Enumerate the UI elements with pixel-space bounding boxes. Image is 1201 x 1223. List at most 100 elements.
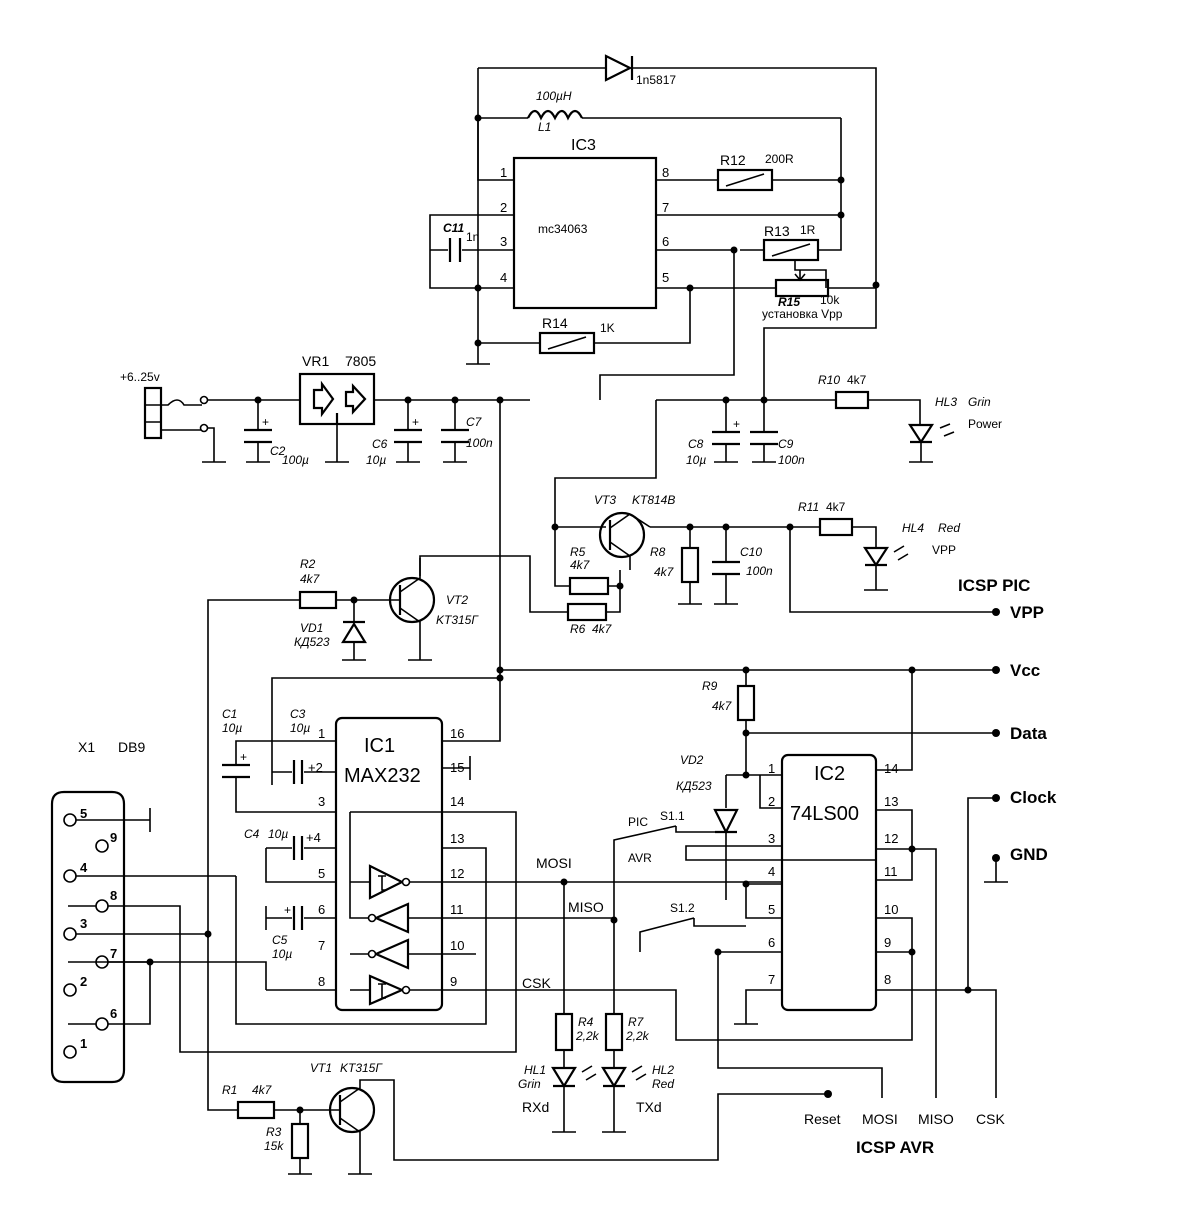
svg-text:Power: Power [968,417,1002,431]
capacitor-c2: + C2 100µ [244,415,309,467]
svg-text:R1: R1 [222,1083,237,1097]
svg-text:KT315Г: KT315Г [340,1061,383,1075]
db9-connector: X1 DB9 5 9 4 8 3 7 2 6 1 [50,739,236,1084]
svg-text:100n: 100n [466,436,493,450]
svg-text:4: 4 [768,864,775,879]
capacitor-c11: C11 1n [443,221,479,262]
resistor-r13: R13 1R [762,223,820,262]
svg-text:C4: C4 [244,827,260,841]
resistor-r11: R11 4k7 [798,500,854,537]
svg-text:1n5817: 1n5817 [636,73,676,87]
svg-text:11: 11 [450,902,464,917]
svg-text:74LS00: 74LS00 [790,803,859,825]
resistor-r4: R4 2,2k [554,1012,600,1052]
svg-text:4k7: 4k7 [252,1083,273,1097]
svg-text:AVR: AVR [628,851,652,865]
svg-text:4: 4 [500,270,507,285]
svg-text:IC2: IC2 [814,763,845,785]
svg-text:IC1: IC1 [364,735,395,757]
data-terminal-label: Data [1010,724,1047,743]
svg-text:HL2: HL2 [652,1063,674,1077]
power-input: +6..25v + C2 100µ VR1 7805 [120,353,530,670]
svg-text:+: + [733,417,740,431]
svg-text:C6: C6 [372,437,388,451]
svg-text:R5: R5 [570,545,586,559]
svg-text:6: 6 [110,1006,117,1021]
svg-text:4k7: 4k7 [570,558,591,572]
resistor-r5: R5 4k7 [568,545,610,596]
vt2-stage: R2 4k7 VD1 КД523 VT2 KT315Г [207,557,479,938]
svg-text:3: 3 [768,831,775,846]
avr-mosi-label: MOSI [862,1111,898,1127]
svg-text:C2: C2 [270,444,286,458]
miso-net-label: MISO [568,899,604,915]
capacitor-c6: + C6 10µ [366,415,422,467]
avr-csk-label: CSK [976,1111,1005,1127]
svg-text:10µ: 10µ [366,453,386,467]
svg-text:2: 2 [500,200,507,215]
svg-text:RXd: RXd [522,1099,549,1115]
svg-text:7: 7 [110,946,117,961]
svg-text:4k7: 4k7 [826,500,846,514]
svg-text:установка Vpp: установка Vpp [762,307,843,321]
capacitor-c5: + C5 10µ [272,903,304,961]
svg-text:C9: C9 [778,437,794,451]
vcc-bus: Vcc R9 4k7 Data VD2 КД523 IC2 74LS00 1 [271,661,1057,1098]
svg-text:KT315Г: KT315Г [436,613,479,627]
svg-text:VD2: VD2 [680,753,704,767]
clock-terminal-label: Clock [1010,788,1057,807]
inductor-l1: 100µH L1 [527,89,583,134]
svg-text:10: 10 [884,902,898,917]
svg-text:Red: Red [938,521,960,535]
svg-text:1: 1 [768,761,775,776]
svg-text:R15: R15 [778,295,800,309]
icsp-avr-connector: Reset MOSI MISO CSK ICSP AVR [804,1111,1005,1157]
svg-text:3: 3 [80,916,87,931]
diode-1n5817: 1n5817 [604,54,676,87]
svg-text:R13: R13 [764,223,790,239]
svg-text:5: 5 [662,270,669,285]
svg-text:S1.2: S1.2 [670,901,695,915]
svg-text:R10: R10 [818,373,840,387]
svg-text:1K: 1K [600,321,615,335]
svg-text:7: 7 [662,200,669,215]
svg-text:9: 9 [450,974,457,989]
svg-text:13: 13 [884,794,898,809]
svg-text:14: 14 [884,761,898,776]
svg-text:100µ: 100µ [282,453,309,467]
svg-text:8: 8 [318,974,325,989]
vt1-stage: R1 4k7 R3 15k VT1 KT315Г [207,934,832,1175]
vpp-section: + C8 10µ C9 100n R10 4k7 HL3 Grin Power [419,373,1044,636]
svg-text:100n: 100n [778,453,805,467]
svg-text:R11: R11 [798,500,819,514]
svg-text:VT2: VT2 [446,593,468,607]
svg-text:2,2k: 2,2k [625,1029,650,1043]
transistor-vt2: VT2 KT315Г [388,558,479,661]
csk-net-label: CSK [522,975,551,991]
svg-text:8: 8 [662,165,669,180]
svg-text:+: + [284,903,291,917]
svg-text:HL1: HL1 [524,1063,546,1077]
resistor-r9: R9 4k7 [702,670,756,733]
svg-text:5: 5 [80,806,87,821]
capacitor-c3: C3 10µ [290,707,310,784]
svg-text:3: 3 [500,234,507,249]
max232-gate-r2 [368,974,411,1006]
svg-text:КД523: КД523 [294,635,330,649]
ic1-chip [334,716,444,1012]
svg-text:VR1: VR1 [302,353,329,369]
svg-text:TXd: TXd [636,1099,662,1115]
led-hl3: HL3 Grin Power [907,395,1002,463]
svg-text:R14: R14 [542,315,568,331]
resistor-r3: R3 15k [264,1110,312,1175]
svg-text:C7: C7 [466,415,483,429]
capacitor-c7: C7 100n [441,415,493,450]
svg-text:Grin: Grin [518,1077,541,1091]
svg-text:10: 10 [450,938,464,953]
svg-text:VPP: VPP [932,543,956,557]
potentiometer-r15: R15 10k установка Vpp [762,270,843,321]
svg-text:11: 11 [884,864,898,879]
svg-text:L1: L1 [538,120,551,134]
svg-text:R12: R12 [720,152,746,168]
